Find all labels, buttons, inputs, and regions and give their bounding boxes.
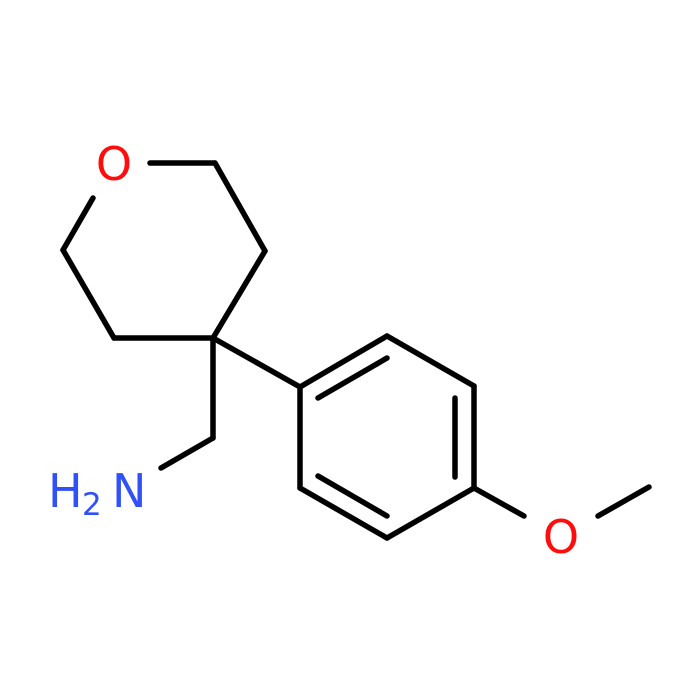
bond-o-ch3 [595,484,652,519]
bond-ar2-ar3 [384,333,477,389]
bond-ar1-ar2-inner [315,355,390,401]
bond-c2-c3 [212,160,268,254]
bond-ar1-ar2 [297,333,390,390]
bond-ar4-ar5 [384,485,477,541]
amine-nitrogen: N [112,464,146,518]
bond-c6-o [60,195,96,253]
ring-oxygen-label: O [96,137,132,191]
bond-ar5-ar6 [297,485,390,541]
bond-ar5-ar6-inner [315,473,390,519]
bond-ch2-n [158,435,216,471]
bond-c5-c6 [60,247,117,341]
bond-group [60,160,652,541]
amine-subscript: 2 [82,487,102,523]
bond-c4-aryl [210,335,303,390]
bond-ar4-o [471,485,527,519]
bond-c3-c4 [210,248,268,341]
amine-hydrogen: H [48,464,83,518]
methoxy-oxygen-label: O [543,510,579,564]
